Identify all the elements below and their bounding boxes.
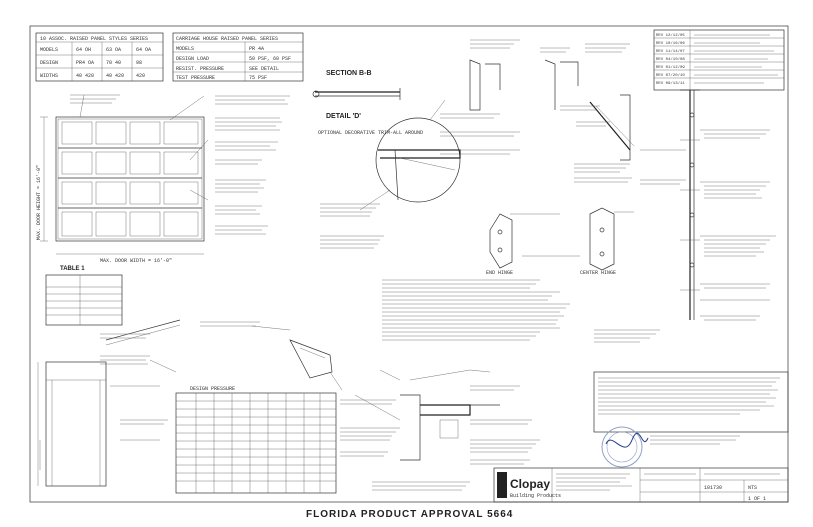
revision-row: REV 07/20/10 bbox=[656, 73, 685, 78]
hinge-notes bbox=[510, 211, 634, 257]
series-cell: MODELS bbox=[40, 47, 58, 53]
carriage-cell: TEST PRESSURE bbox=[176, 75, 215, 81]
bottom-section-detail bbox=[400, 369, 500, 461]
bracket-detail bbox=[289, 339, 343, 391]
footer-title: FLORIDA PRODUCT APPROVAL 5664 bbox=[306, 509, 513, 520]
revision-row: REV 10/16/06 bbox=[656, 41, 685, 46]
carriage-cell: RESIST. PRESSURE bbox=[176, 66, 224, 72]
series-cell: PR4 OA bbox=[76, 60, 94, 66]
sheet-border bbox=[29, 25, 789, 503]
optional-trim-label: OPTIONAL DECORATIVE TRIM-ALL AROUND bbox=[318, 130, 423, 136]
series-cell: 420 bbox=[136, 73, 145, 79]
carriage-cell: 50 PSF, 60 PSF bbox=[249, 56, 291, 62]
series-table-title: 10 ASSOC. RAISED PANEL STYLES SERIES bbox=[40, 36, 148, 42]
carriage-table: CARRIAGE HOUSE RAISED PANEL SERIES MODEL… bbox=[172, 32, 304, 82]
series-cell: 63 OA bbox=[106, 47, 121, 53]
drawing-scale: NTS bbox=[748, 485, 757, 491]
revision-row: REV 11/14/07 bbox=[656, 49, 685, 54]
jamb-notes bbox=[470, 39, 632, 183]
brand-subtitle: Building Products bbox=[510, 493, 561, 499]
detail-d: DETAIL 'D' OPTIONAL DECORATIVE TRIM-ALL … bbox=[318, 99, 461, 211]
carriage-cell: DESIGN LOAD bbox=[176, 56, 209, 62]
series-cell: 64 OA bbox=[136, 47, 151, 53]
series-table: 10 ASSOC. RAISED PANEL STYLES SERIES MOD… bbox=[35, 32, 164, 82]
design-pressure-label: DESIGN PRESSURE bbox=[190, 386, 235, 392]
revision-row: REV 12/12/05 bbox=[656, 33, 685, 38]
series-cell: 64 OH bbox=[76, 47, 91, 53]
carriage-table-title: CARRIAGE HOUSE RAISED PANEL SERIES bbox=[176, 36, 278, 42]
track-notes bbox=[100, 321, 260, 425]
section-bb: SECTION B-B bbox=[312, 70, 401, 100]
signature-mark bbox=[605, 432, 649, 448]
carriage-cell: 75 PSF bbox=[249, 75, 267, 81]
carriage-cell: SEE DETAIL bbox=[249, 66, 279, 72]
title-block: Clopay Building Products 101730 NTS 1 OF… bbox=[493, 467, 789, 503]
series-cell: WIDTHS bbox=[40, 73, 58, 79]
carriage-cell: PR 4A bbox=[249, 46, 264, 52]
track-section bbox=[680, 89, 700, 320]
jamb-details bbox=[469, 59, 635, 161]
detail-d-notes bbox=[320, 113, 520, 249]
series-cell: 40 420 bbox=[106, 73, 124, 79]
table-1-title: TABLE 1 bbox=[60, 266, 85, 272]
track-callouts bbox=[640, 129, 776, 321]
door-elevation: MAX. DOOR HEIGHT = 16'-0" MAX. DOOR WIDT… bbox=[36, 94, 209, 264]
door-height-label: MAX. DOOR HEIGHT = 16'-0" bbox=[36, 165, 42, 240]
sheet-number: 1 OF 1 bbox=[748, 496, 766, 502]
section-bb-label: SECTION B-B bbox=[326, 70, 372, 77]
revision-row: REV 09/13/11 bbox=[656, 81, 685, 86]
general-notes bbox=[382, 279, 660, 343]
series-cell: 40 420 bbox=[76, 73, 94, 79]
center-hinge: CENTER HINGE bbox=[580, 207, 616, 276]
misc-leaders bbox=[149, 325, 401, 421]
engineer-seal bbox=[601, 426, 649, 468]
wind-load-table: DESIGN PRESSURE bbox=[175, 386, 337, 494]
series-cell: 98 bbox=[136, 60, 142, 66]
door-width-label: MAX. DOOR WIDTH = 16'-0" bbox=[100, 258, 172, 264]
revision-block: REV 12/12/05 REV 10/16/06 REV 11/14/07 R… bbox=[653, 29, 785, 91]
end-hinge: END HINGE bbox=[486, 213, 513, 276]
series-cell: 70 40 bbox=[106, 60, 121, 66]
carriage-cell: MODELS bbox=[176, 46, 194, 52]
track-elevation bbox=[37, 319, 181, 487]
end-hinge-label: END HINGE bbox=[486, 270, 513, 276]
drawing-number: 101730 bbox=[704, 485, 722, 491]
revision-row: REV 04/10/08 bbox=[656, 57, 685, 62]
brand-logo-text: Clopay bbox=[510, 477, 550, 491]
approval-notes bbox=[593, 371, 789, 433]
elevation-notes bbox=[70, 94, 290, 235]
detail-d-label: DETAIL 'D' bbox=[326, 113, 361, 120]
table-1: TABLE 1 bbox=[45, 266, 123, 326]
bottom-center-notes bbox=[340, 385, 540, 491]
series-cell: DESIGN bbox=[40, 60, 58, 66]
revision-row: REV 01/12/09 bbox=[656, 65, 685, 70]
seal-notes bbox=[650, 435, 740, 445]
center-hinge-label: CENTER HINGE bbox=[580, 270, 616, 276]
